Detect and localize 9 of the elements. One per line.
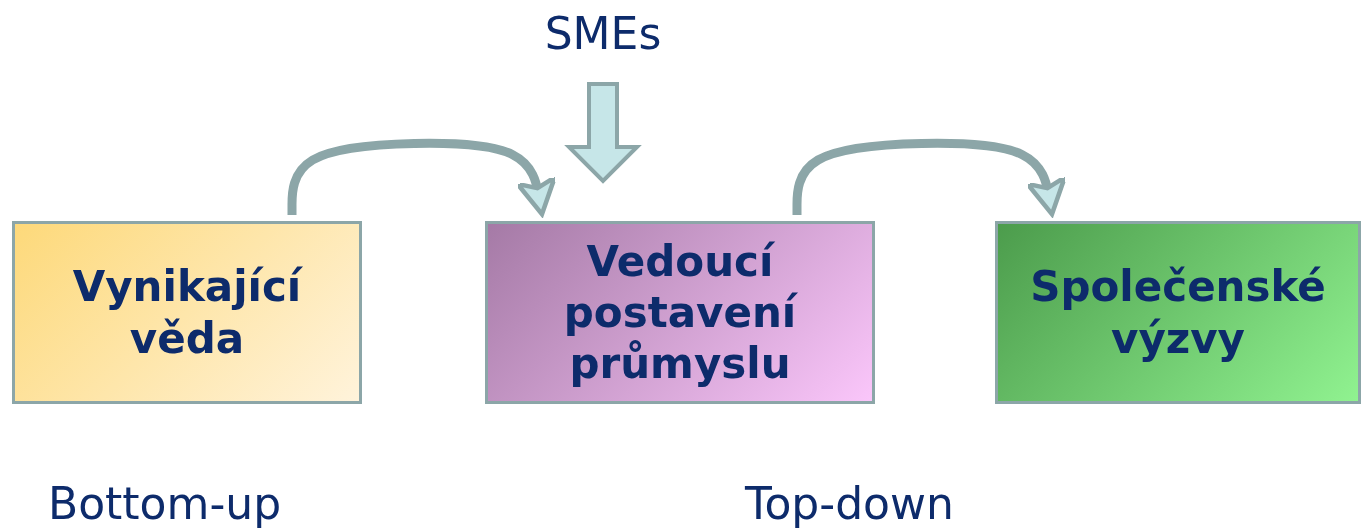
process-box: Společenské výzvy <box>995 221 1361 404</box>
note-text: Bottom-up <box>48 478 282 529</box>
process-box: Vedoucí postavení průmyslu <box>485 221 875 404</box>
curved-arrow <box>792 138 1067 217</box>
node-label: SMEs <box>520 2 686 64</box>
block-arrow <box>564 82 642 184</box>
curved-arrow <box>287 138 557 217</box>
note-text: Top-down <box>745 478 954 529</box>
process-box: Vynikající věda <box>12 221 362 404</box>
